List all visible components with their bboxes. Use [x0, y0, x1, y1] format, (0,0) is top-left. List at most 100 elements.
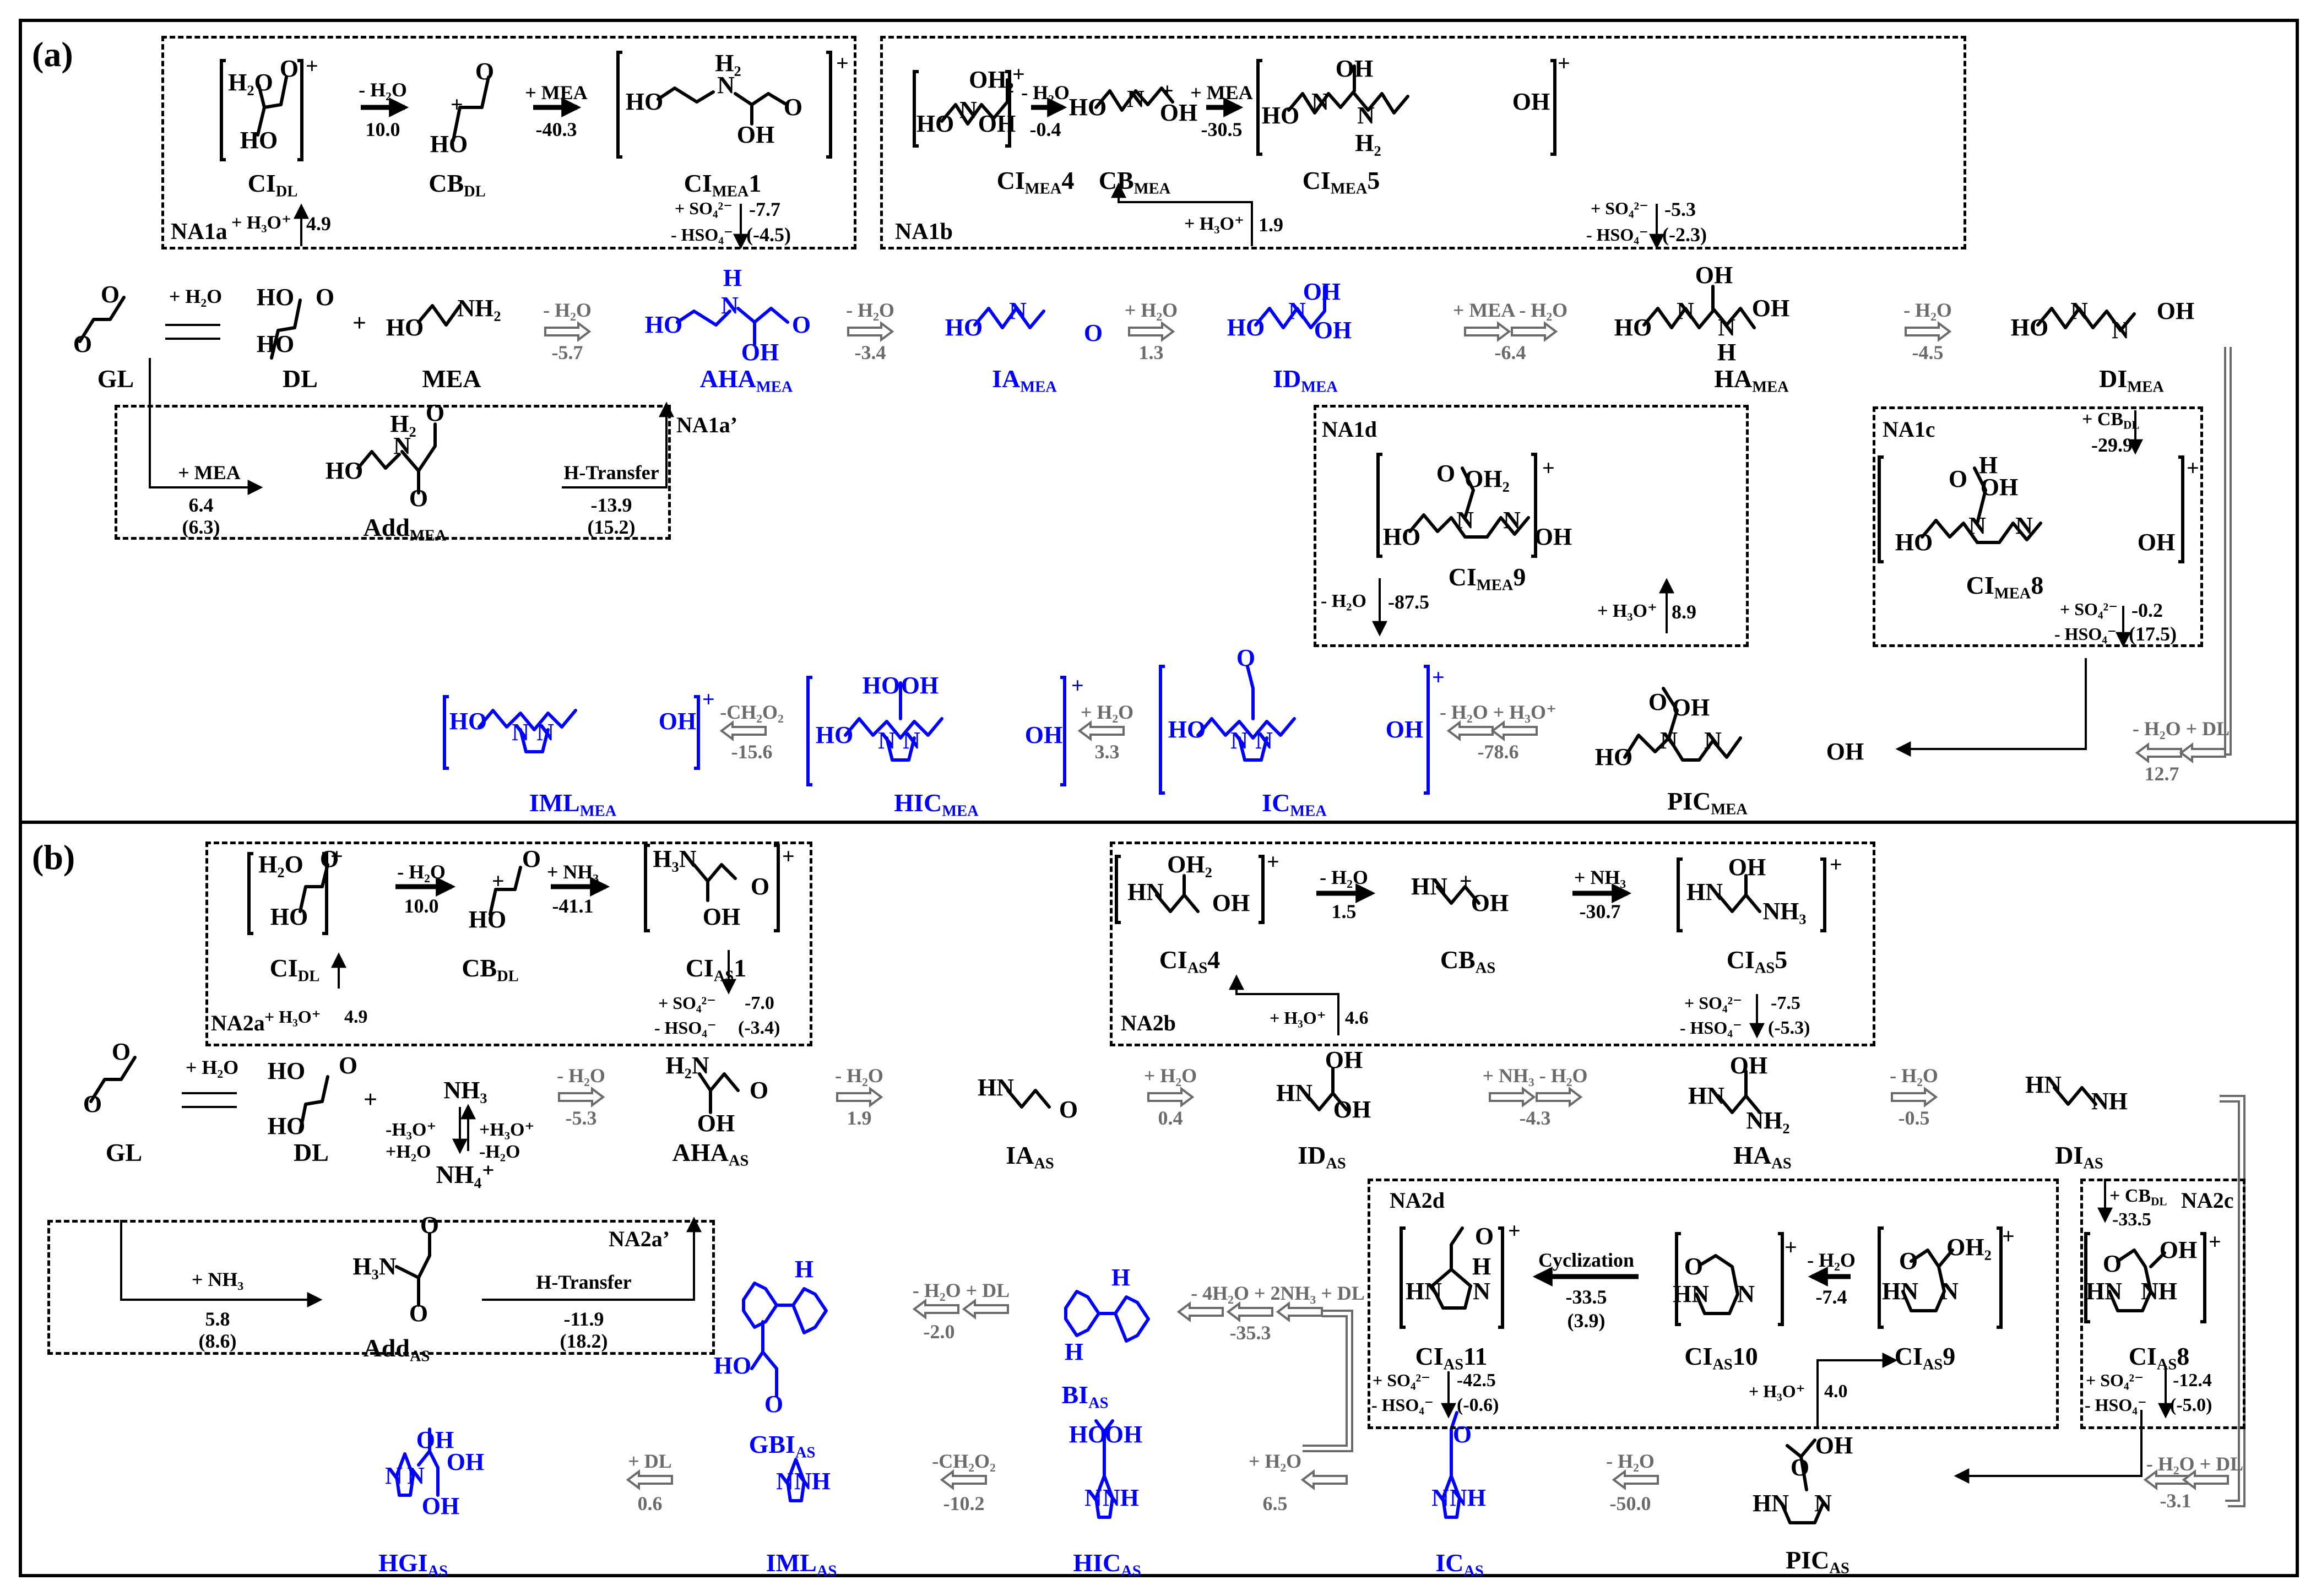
atom: OH — [1104, 1421, 1143, 1448]
species-label-gbi-as: GBIAS — [749, 1430, 816, 1462]
step-condition: + NH₃ - H₂O — [1482, 1065, 1588, 1087]
atom: HN — [1406, 1278, 1442, 1305]
step-condition: - H₂O — [557, 1065, 605, 1087]
dehydration-energy: -7.4 — [1815, 1286, 1847, 1308]
species-label-di-mea: DIMEA — [2099, 365, 2164, 396]
atom: HO — [1382, 523, 1421, 550]
exit-energy-2: (-4.5) — [746, 224, 791, 246]
down-condition: - H₂O — [1321, 591, 1366, 611]
atom: OH — [1325, 1046, 1363, 1073]
atom: OH — [1385, 716, 1424, 743]
exit-condition-1: + SO₄²⁻ — [1684, 993, 1742, 1013]
entry-condition: + H₃O⁺ — [1184, 214, 1244, 234]
entry-energy: 4.9 — [306, 213, 331, 235]
atom: OH — [446, 1448, 485, 1475]
atom: OH — [1815, 1432, 1853, 1459]
charge-plus: + — [702, 687, 715, 712]
step-condition: + NH₃ — [546, 861, 599, 883]
addition-energy-2: (8.6) — [198, 1330, 237, 1352]
species-label-hgi-as: HGIAS — [378, 1549, 448, 1580]
species-label-add-as: AddAS — [363, 1334, 430, 1365]
atom: HN — [1688, 1082, 1724, 1109]
box-na1c — [1873, 406, 2203, 647]
h-transfer-energy: -11.9 — [563, 1308, 604, 1330]
atom: H — [1472, 1253, 1491, 1280]
species-label-ci-as-11: CIAS11 — [1415, 1342, 1488, 1374]
pathway-tag-na1a: NA1a — [171, 219, 227, 245]
atom: H₂O — [228, 69, 273, 96]
atom: HO — [1168, 716, 1206, 743]
step-energy: -40.3 — [535, 118, 577, 140]
species-label-dl-a: DL — [283, 365, 318, 393]
exit-energy-2: (-3.4) — [738, 1018, 780, 1038]
step-energy: -4.5 — [1912, 341, 1944, 363]
atom: OH₂ — [969, 66, 1014, 93]
atom: O — [1899, 1247, 1918, 1274]
atom: OH — [697, 1110, 735, 1137]
step-energy: -0.5 — [1898, 1107, 1930, 1129]
species-label-hic-as: HICAS — [1073, 1549, 1141, 1580]
atom: N — [721, 292, 739, 319]
exit-condition-1: + SO₄²⁻ — [2086, 1370, 2144, 1390]
atom: N — [1503, 507, 1521, 534]
atom: OH — [1729, 1052, 1768, 1079]
step-condition: - H₂O — [1606, 1450, 1655, 1472]
step-condition: - H₂O — [1320, 866, 1368, 888]
step-energy: 1.3 — [1138, 341, 1164, 363]
charge-plus: + — [1830, 852, 1842, 877]
down-energy: -87.5 — [1388, 591, 1429, 613]
atom: OH — [658, 708, 697, 735]
step-energy: -0.4 — [1029, 118, 1061, 140]
atom: HO — [2010, 314, 2049, 341]
step-energy: -5.3 — [565, 1107, 597, 1129]
h-transfer-condition: H-Transfer — [563, 462, 659, 484]
species-label-ci-as-4: CIAS4 — [1159, 946, 1221, 977]
panel-a-label: (a) — [32, 35, 73, 74]
charge-plus: + — [451, 92, 463, 117]
cyclization-energy-2: (3.9) — [1567, 1310, 1606, 1332]
step-condition: - H₂O — [397, 861, 446, 883]
exit-condition-1: + SO₄²⁻ — [1591, 198, 1648, 218]
exit-energy: -0.2 — [2131, 599, 2163, 621]
box-na1a-prime — [115, 405, 671, 540]
step-condition: + NH₃ — [1574, 866, 1626, 888]
exit-condition-1: + SO₄²⁻ — [1373, 1370, 1430, 1390]
step-condition: - 4H₂O + 2NH₃ + DL — [1191, 1282, 1365, 1304]
atom: N — [1718, 314, 1735, 341]
species-label-id-as: IDAS — [1298, 1141, 1346, 1172]
atom: N — [1814, 1490, 1832, 1517]
exit-condition-1: + SO₄²⁻ — [675, 198, 733, 218]
species-label-ci-dl-b: CIDL — [269, 954, 320, 985]
step-energy: -30.7 — [1579, 900, 1621, 922]
atom: OH — [2156, 297, 2195, 324]
atom: HN — [1753, 1490, 1789, 1517]
step-condition: + H₂O — [1143, 1065, 1197, 1087]
atom: HO — [256, 284, 295, 311]
atom: OH — [978, 110, 1016, 137]
atom: HO — [1594, 743, 1633, 770]
species-label-cb-dl: CBDL — [429, 169, 486, 200]
atom: H — [1717, 339, 1737, 366]
species-label-gl-b: GL — [105, 1138, 143, 1166]
atom: N — [959, 96, 977, 123]
charge-plus: + — [1558, 51, 1570, 75]
atom: N — [1704, 727, 1722, 754]
charge-plus: + — [1432, 665, 1445, 690]
species-label-pic-mea: PICMEA — [1667, 787, 1748, 818]
step-energy: -4.3 — [1519, 1107, 1551, 1129]
pathway-tag-na2b: NA2b — [1121, 1011, 1176, 1035]
atom: OH — [421, 1492, 460, 1519]
box-na1a — [161, 36, 856, 249]
atom: OH — [2159, 1236, 2198, 1263]
step-condition: - H₂O — [1021, 82, 1070, 104]
atom: N — [878, 727, 896, 754]
atom: N — [2015, 512, 2033, 539]
pathway-tag-na2a-prime: NA2a’ — [609, 1226, 670, 1251]
cyclization-energy: -33.5 — [1565, 1286, 1607, 1308]
entry-energy: -33.5 — [2112, 1209, 2151, 1230]
step-condition: - H₂O — [1903, 299, 1952, 321]
species-label-ci-mea-1: CIMEA1 — [684, 169, 762, 200]
species-label-cb-as: CBAS — [1440, 946, 1496, 977]
charge-plus: + — [1542, 455, 1555, 480]
species-label-ic-mea: ICMEA — [1262, 789, 1327, 820]
